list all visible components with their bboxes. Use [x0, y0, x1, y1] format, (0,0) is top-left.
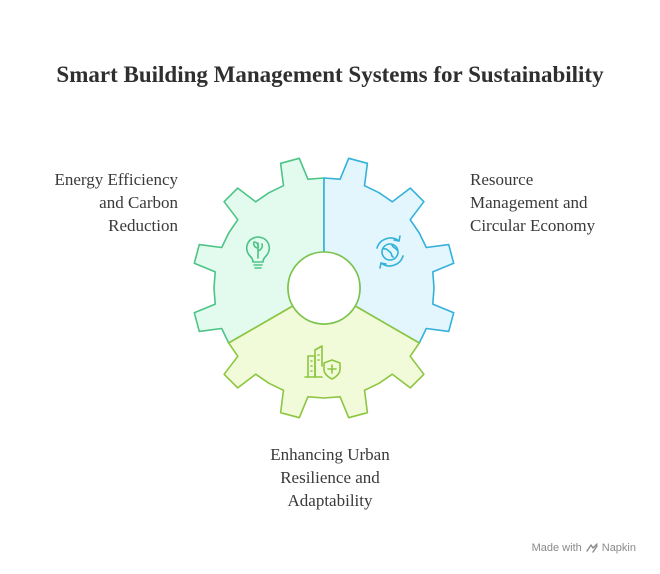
watermark-brand: Napkin — [601, 542, 636, 554]
label-urban-resilience: Enhancing Urban Resilience and Adaptabil… — [270, 445, 390, 510]
recycle-globe-icon — [376, 235, 404, 269]
napkin-logo-icon — [586, 543, 598, 553]
gear-hub — [287, 251, 361, 325]
lightbulb-leaf-icon — [245, 236, 271, 269]
watermark-prefix: Made with — [531, 542, 582, 554]
label-energy-efficiency: Energy Efficiency and Carbon Reduction — [54, 170, 178, 235]
label-resource-management: Resource Management and Circular Economy — [470, 170, 596, 235]
diagram-title: Smart Building Management Systems for Su… — [56, 62, 604, 87]
napkin-watermark[interactable]: Made with Napkin — [532, 542, 636, 554]
building-shield-icon — [304, 345, 341, 380]
